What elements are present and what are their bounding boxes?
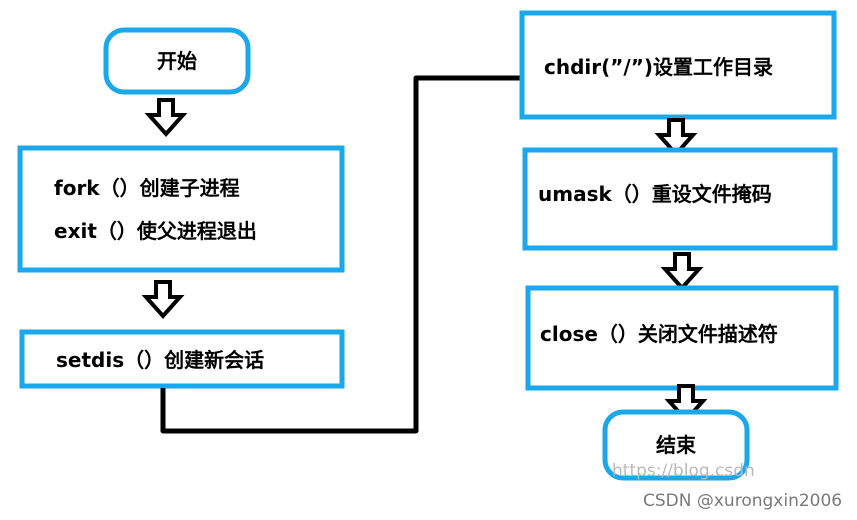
close-node: close（）关闭文件描述符 xyxy=(525,285,839,391)
start-label: 开始 xyxy=(157,49,197,73)
start-node: 开始 xyxy=(103,27,251,95)
chdir-label: chdir(”/”)设置工作目录 xyxy=(544,55,773,79)
watermark-credit: CSDN @xurongxin2006 xyxy=(643,491,842,511)
end-label: 结束 xyxy=(656,433,697,457)
umask-node: umask（）重设文件掩码 xyxy=(522,147,838,251)
arrow-down-icon xyxy=(144,280,182,318)
connector-line xyxy=(160,75,522,434)
fork-exit-box xyxy=(17,145,345,273)
fork-label: fork（）创建子进程 xyxy=(54,176,240,200)
fork-exit-node: fork（）创建子进程 exit（）使父进程退出 xyxy=(17,145,345,273)
exit-label: exit（）使父进程退出 xyxy=(54,219,257,243)
close-label: close（）关闭文件描述符 xyxy=(540,322,778,346)
arrow-down-icon xyxy=(147,98,185,136)
setsid-box xyxy=(19,329,345,389)
start-box xyxy=(103,27,251,95)
setsid-node: setdis（）创建新会话 xyxy=(19,329,345,389)
chdir-node: chdir(”/”)设置工作目录 xyxy=(519,10,837,120)
setsid-label: setdis（）创建新会话 xyxy=(56,348,264,372)
umask-box xyxy=(522,147,838,251)
umask-label: umask（）重设文件掩码 xyxy=(538,182,772,206)
arrow-down-icon xyxy=(663,252,701,290)
end-node: 结束 xyxy=(602,409,750,481)
watermark-url: https://blog.csdn xyxy=(612,461,755,481)
chdir-box xyxy=(519,10,837,120)
end-box xyxy=(602,409,750,481)
